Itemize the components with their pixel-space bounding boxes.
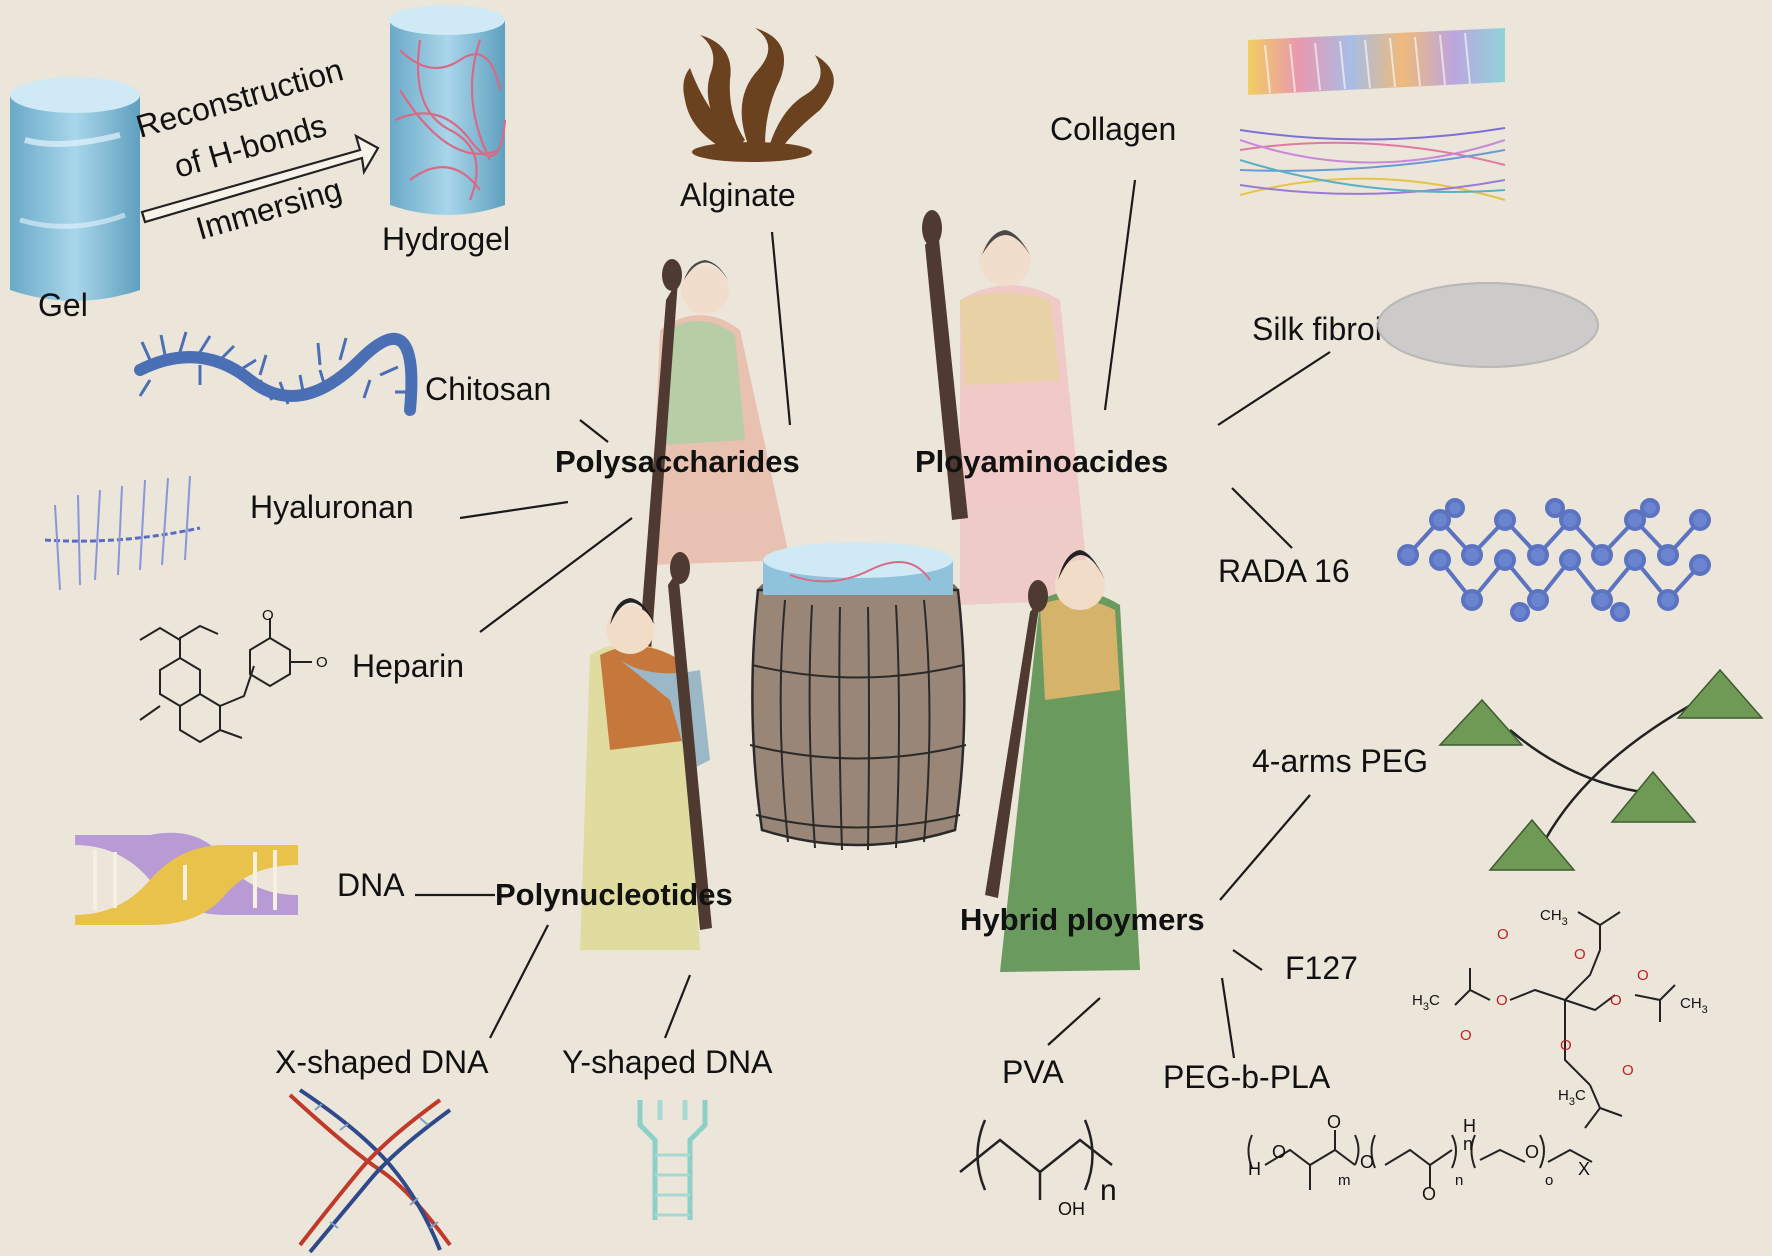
- y-shaped-dna-icon: [637, 1100, 708, 1220]
- dna-helix-icon: [75, 832, 298, 925]
- gel-block: [10, 77, 140, 301]
- f127-ch3-right: CH3: [1680, 995, 1708, 1016]
- pegpla-x: X: [1578, 1159, 1590, 1179]
- rada16-beads-icon: [1397, 498, 1711, 622]
- alginate-seaweed-icon: [683, 28, 834, 162]
- heparin-ho-label: O: [262, 607, 274, 624]
- category-polysaccharides: Polysaccharides: [555, 444, 800, 479]
- pegpla-o4: O: [1422, 1184, 1436, 1204]
- f127-o-top2: O: [1574, 946, 1586, 963]
- f127-ch3-top: CH3: [1540, 907, 1568, 928]
- label-hyaluronan: Hyaluronan: [250, 489, 414, 525]
- gel-in-barrel: [763, 542, 953, 595]
- label-f127: F127: [1285, 950, 1358, 986]
- f127-o-bottom: O: [1560, 1037, 1572, 1054]
- hydrogel-block: [389, 5, 507, 215]
- label-collagen: Collagen: [1050, 111, 1176, 147]
- label-rada16: RADA 16: [1218, 553, 1350, 589]
- heparin-o-label: O: [316, 654, 328, 671]
- hyaluronan-chain-icon: [44, 475, 201, 591]
- f127-o-top: O: [1497, 926, 1509, 943]
- heparin-structure-icon: [139, 618, 312, 744]
- f127-o-right2: O: [1637, 967, 1649, 984]
- label-alginate: Alginate: [680, 177, 796, 213]
- pegpla-m: m: [1338, 1172, 1351, 1189]
- peg-b-pla-structure-icon: [1247, 1130, 1593, 1190]
- pva-structure-icon: [959, 1119, 1113, 1200]
- pva-subscript-n: n: [1100, 1174, 1117, 1207]
- f127-structure-icon: [1454, 911, 1676, 1129]
- category-hybrid: Hybrid ploymers: [960, 902, 1205, 937]
- pegpla-o-sub: o: [1545, 1172, 1553, 1189]
- pegpla-h: H: [1248, 1159, 1261, 1179]
- f127-o-bottom2: O: [1622, 1062, 1634, 1079]
- polymer-network: [394, 39, 507, 201]
- woman-figure-top-left: [650, 260, 790, 565]
- f127-o-right: O: [1610, 992, 1622, 1009]
- hydrogel-label: Hydrogel: [382, 221, 510, 257]
- pestle-bottom-right: [985, 580, 1048, 898]
- label-y-shaped-dna: Y-shaped DNA: [562, 1044, 773, 1080]
- barrel: [749, 570, 967, 851]
- label-dna: DNA: [337, 867, 405, 903]
- pegpla-n: n: [1455, 1172, 1463, 1189]
- peg-4arm-icon: [1438, 668, 1764, 871]
- gel-label: Gel: [38, 287, 88, 323]
- label-4-arms-peg: 4-arms PEG: [1252, 743, 1428, 779]
- woman-figure-bottom-right: [1000, 550, 1140, 972]
- pegpla-o2: O: [1327, 1112, 1341, 1132]
- category-polyaminoacides: Ployaminoacides: [915, 444, 1168, 479]
- label-peg-b-pla: PEG-b-PLA: [1163, 1059, 1331, 1095]
- label-heparin: Heparin: [352, 648, 464, 684]
- pestle-bottom-left: [668, 552, 712, 930]
- f127-h3c-bottom: H3C: [1558, 1087, 1586, 1108]
- label-x-shaped-dna: X-shaped DNA: [275, 1044, 489, 1080]
- silk-cocoon-icon: [1377, 282, 1599, 368]
- chitosan-chain-icon: [134, 331, 418, 416]
- pegpla-o3: O: [1360, 1152, 1374, 1172]
- f127-o-left: O: [1496, 992, 1508, 1009]
- f127-h3c-left: H3C: [1412, 992, 1440, 1013]
- label-chitosan: Chitosan: [425, 371, 551, 407]
- collagen-fibers-icon: [1239, 28, 1506, 201]
- category-polynucleotides: Polynucleotides: [495, 877, 733, 912]
- connector-lines: [415, 179, 1331, 1059]
- pestle-top-left: [638, 259, 682, 665]
- pegpla-o1: O: [1272, 1142, 1286, 1162]
- woman-figure-top-right: [960, 230, 1090, 605]
- f127-o-left2: O: [1460, 1027, 1472, 1044]
- pegpla-nh-h: H: [1463, 1116, 1476, 1136]
- label-silk-fibroin: Silk fibroin: [1252, 311, 1400, 347]
- pegpla-o5: O: [1525, 1142, 1539, 1162]
- x-shaped-dna-icon: [288, 1088, 452, 1254]
- label-pva: PVA: [1002, 1054, 1064, 1090]
- pegpla-nh-n: n: [1463, 1134, 1473, 1154]
- pestle-top-right: [922, 210, 968, 520]
- pva-oh: OH: [1058, 1199, 1085, 1219]
- process-arrow: [140, 133, 380, 224]
